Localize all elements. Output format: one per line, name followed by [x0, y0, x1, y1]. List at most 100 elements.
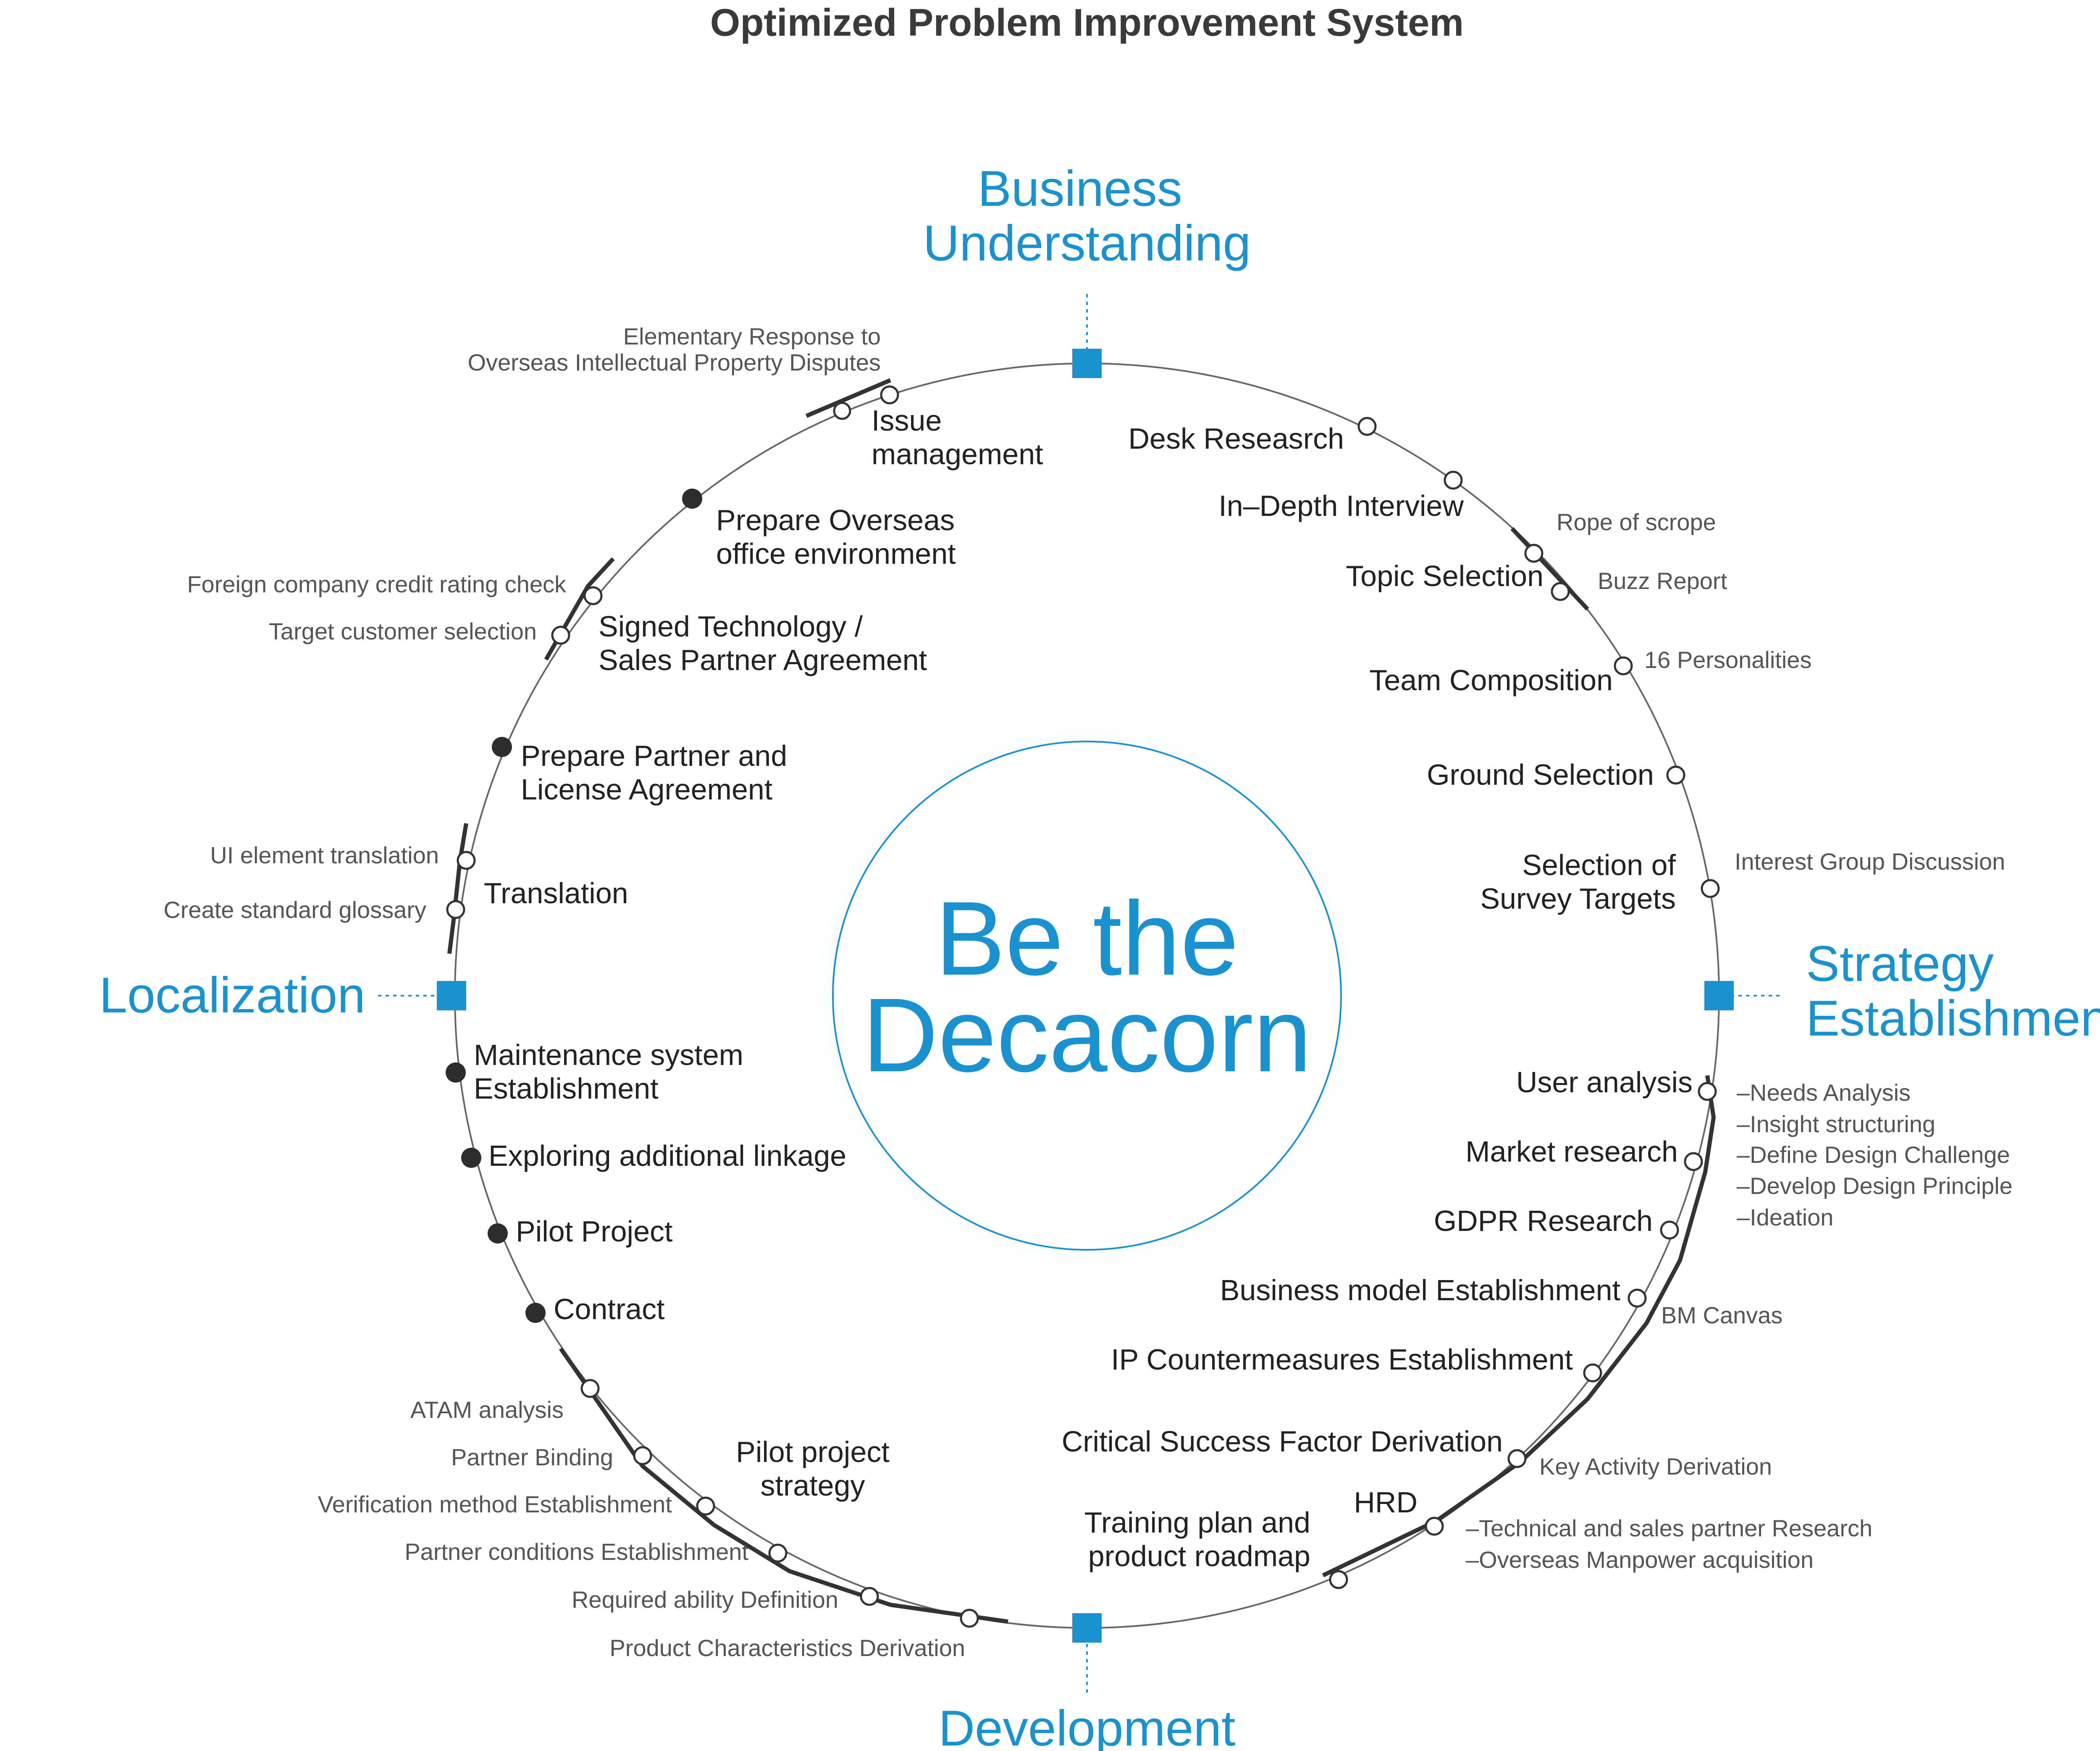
step-dot-open [1357, 417, 1377, 436]
step-dot-open [1329, 1570, 1348, 1589]
sub-activity-dot [633, 1446, 652, 1465]
step-label: Signed Technology /Sales Partner Agreeme… [598, 610, 927, 676]
step-label: Market research [1465, 1135, 1678, 1168]
step-label-line: Critical Success Factor Derivation [1062, 1425, 1503, 1458]
step-dot-open [1425, 1517, 1444, 1536]
step-note: Partner conditions Establishment [404, 1538, 748, 1565]
step-label: Topic Selection [1346, 560, 1544, 592]
sub-activity-dot [446, 900, 465, 919]
step-label-line: office environment [716, 537, 956, 570]
arc-localization-translation [447, 823, 468, 954]
step-note: –Define Design Challenge [1737, 1141, 2010, 1168]
step-signed: Signed Technology /Sales Partner Agreeme… [187, 571, 927, 676]
step-label: Team Composition [1369, 664, 1613, 697]
step-label-line: Issue [872, 404, 942, 437]
sub-activity-dot [768, 1543, 788, 1563]
step-label-line: Business model Establishment [1220, 1274, 1620, 1307]
step-pilot: Pilot Project [488, 1215, 672, 1248]
step-label: Ground Selection [1427, 758, 1654, 791]
step-note: Foreign company credit rating check [187, 571, 567, 597]
step-dot-filled [525, 1303, 546, 1323]
phase-label-business-understanding: Business Understanding [923, 160, 1251, 271]
step-hrd: HRD –Technical and sales partner Research… [1354, 1486, 1872, 1573]
step-label-line: Team Composition [1369, 664, 1613, 697]
phase-marker-bottom [1072, 1613, 1102, 1643]
step-label-line: management [872, 438, 1043, 471]
step-label-line: Establishment [474, 1072, 659, 1105]
step-label-line: Sales Partner Agreement [598, 644, 927, 676]
step-label: Critical Success Factor Derivation [1062, 1425, 1503, 1458]
step-dot-open [960, 1609, 979, 1628]
step-contract: Contract [525, 1293, 665, 1325]
step-linkage: Exploring additional linkage [461, 1139, 846, 1172]
step-label: Pilot Project [516, 1215, 672, 1248]
step-label-line: Contract [554, 1293, 665, 1325]
sub-activity-dot [580, 1379, 600, 1398]
arc-strategy [1322, 1075, 1716, 1577]
step-translation: Translation UI element translationCreate … [163, 842, 628, 923]
step-note: Buzz Report [1598, 568, 1727, 594]
step-label: Business model Establishment [1220, 1274, 1620, 1307]
step-dot-open [583, 586, 603, 605]
step-note: Rope of scrope [1557, 509, 1716, 535]
step-note: ATAM analysis [410, 1396, 564, 1423]
step-dot-open [1701, 879, 1720, 898]
step-dot-open [1614, 656, 1633, 676]
arc-topic [1510, 527, 1589, 611]
step-label-line: Ground Selection [1427, 758, 1654, 791]
step-gdpr: GDPR Research [1434, 1204, 1679, 1240]
step-idi: In–Depth Interview [1218, 471, 1464, 522]
step-dot-open [1444, 471, 1463, 490]
step-dot-open [1628, 1288, 1647, 1308]
step-note: –Technical and sales partner Research [1466, 1515, 1872, 1541]
phase-label-localization: Localization [99, 967, 365, 1023]
step-label: Exploring additional linkage [488, 1139, 846, 1172]
step-note: –Needs Analysis [1737, 1079, 1911, 1106]
center-circle [832, 741, 1342, 1251]
step-note: 16 Personalities [1644, 647, 1811, 673]
phase-label-development: Development [938, 1700, 1235, 1751]
step-note: UI element translation [210, 842, 439, 868]
center-line-1: Be the [935, 880, 1239, 997]
step-label-line: product roadmap [1088, 1540, 1310, 1572]
step-note: BM Canvas [1661, 1302, 1782, 1328]
step-dot-open [1684, 1152, 1703, 1171]
step-dot-filled [492, 737, 512, 757]
step-label-line: Desk Reseasrch [1128, 422, 1344, 455]
sub-activity-dot [1551, 582, 1570, 601]
step-label-line: Training plan and [1084, 1506, 1310, 1539]
step-note: Create standard glossary [163, 897, 426, 923]
step-note: Interest Group Discussion [1735, 848, 2005, 875]
sub-activity-dot [551, 626, 570, 645]
step-market: Market research [1465, 1135, 1703, 1171]
step-dot-filled [446, 1062, 466, 1083]
step-label-line: IP Countermeasures Establishment [1111, 1343, 1573, 1376]
step-dot-filled [682, 489, 702, 509]
phase-marker-right [1704, 981, 1734, 1010]
step-label-line: In–Depth Interview [1218, 489, 1464, 522]
phase-marker-left [437, 981, 466, 1010]
step-dot-open [1524, 544, 1544, 563]
step-dot-open [880, 385, 899, 405]
step-team: Team Composition 16 Personalities [1369, 647, 1811, 697]
step-label: User analysis [1516, 1066, 1693, 1099]
step-label-line: Translation [484, 877, 628, 910]
step-label-line: HRD [1354, 1486, 1418, 1519]
step-note: Product Characteristics Derivation [609, 1635, 965, 1661]
phase-markers [437, 349, 1734, 1643]
step-note: Target customer selection [269, 618, 537, 644]
step-label-line: Market research [1465, 1135, 1678, 1168]
page-title: Optimized Problem Improvement System [710, 1, 1464, 44]
